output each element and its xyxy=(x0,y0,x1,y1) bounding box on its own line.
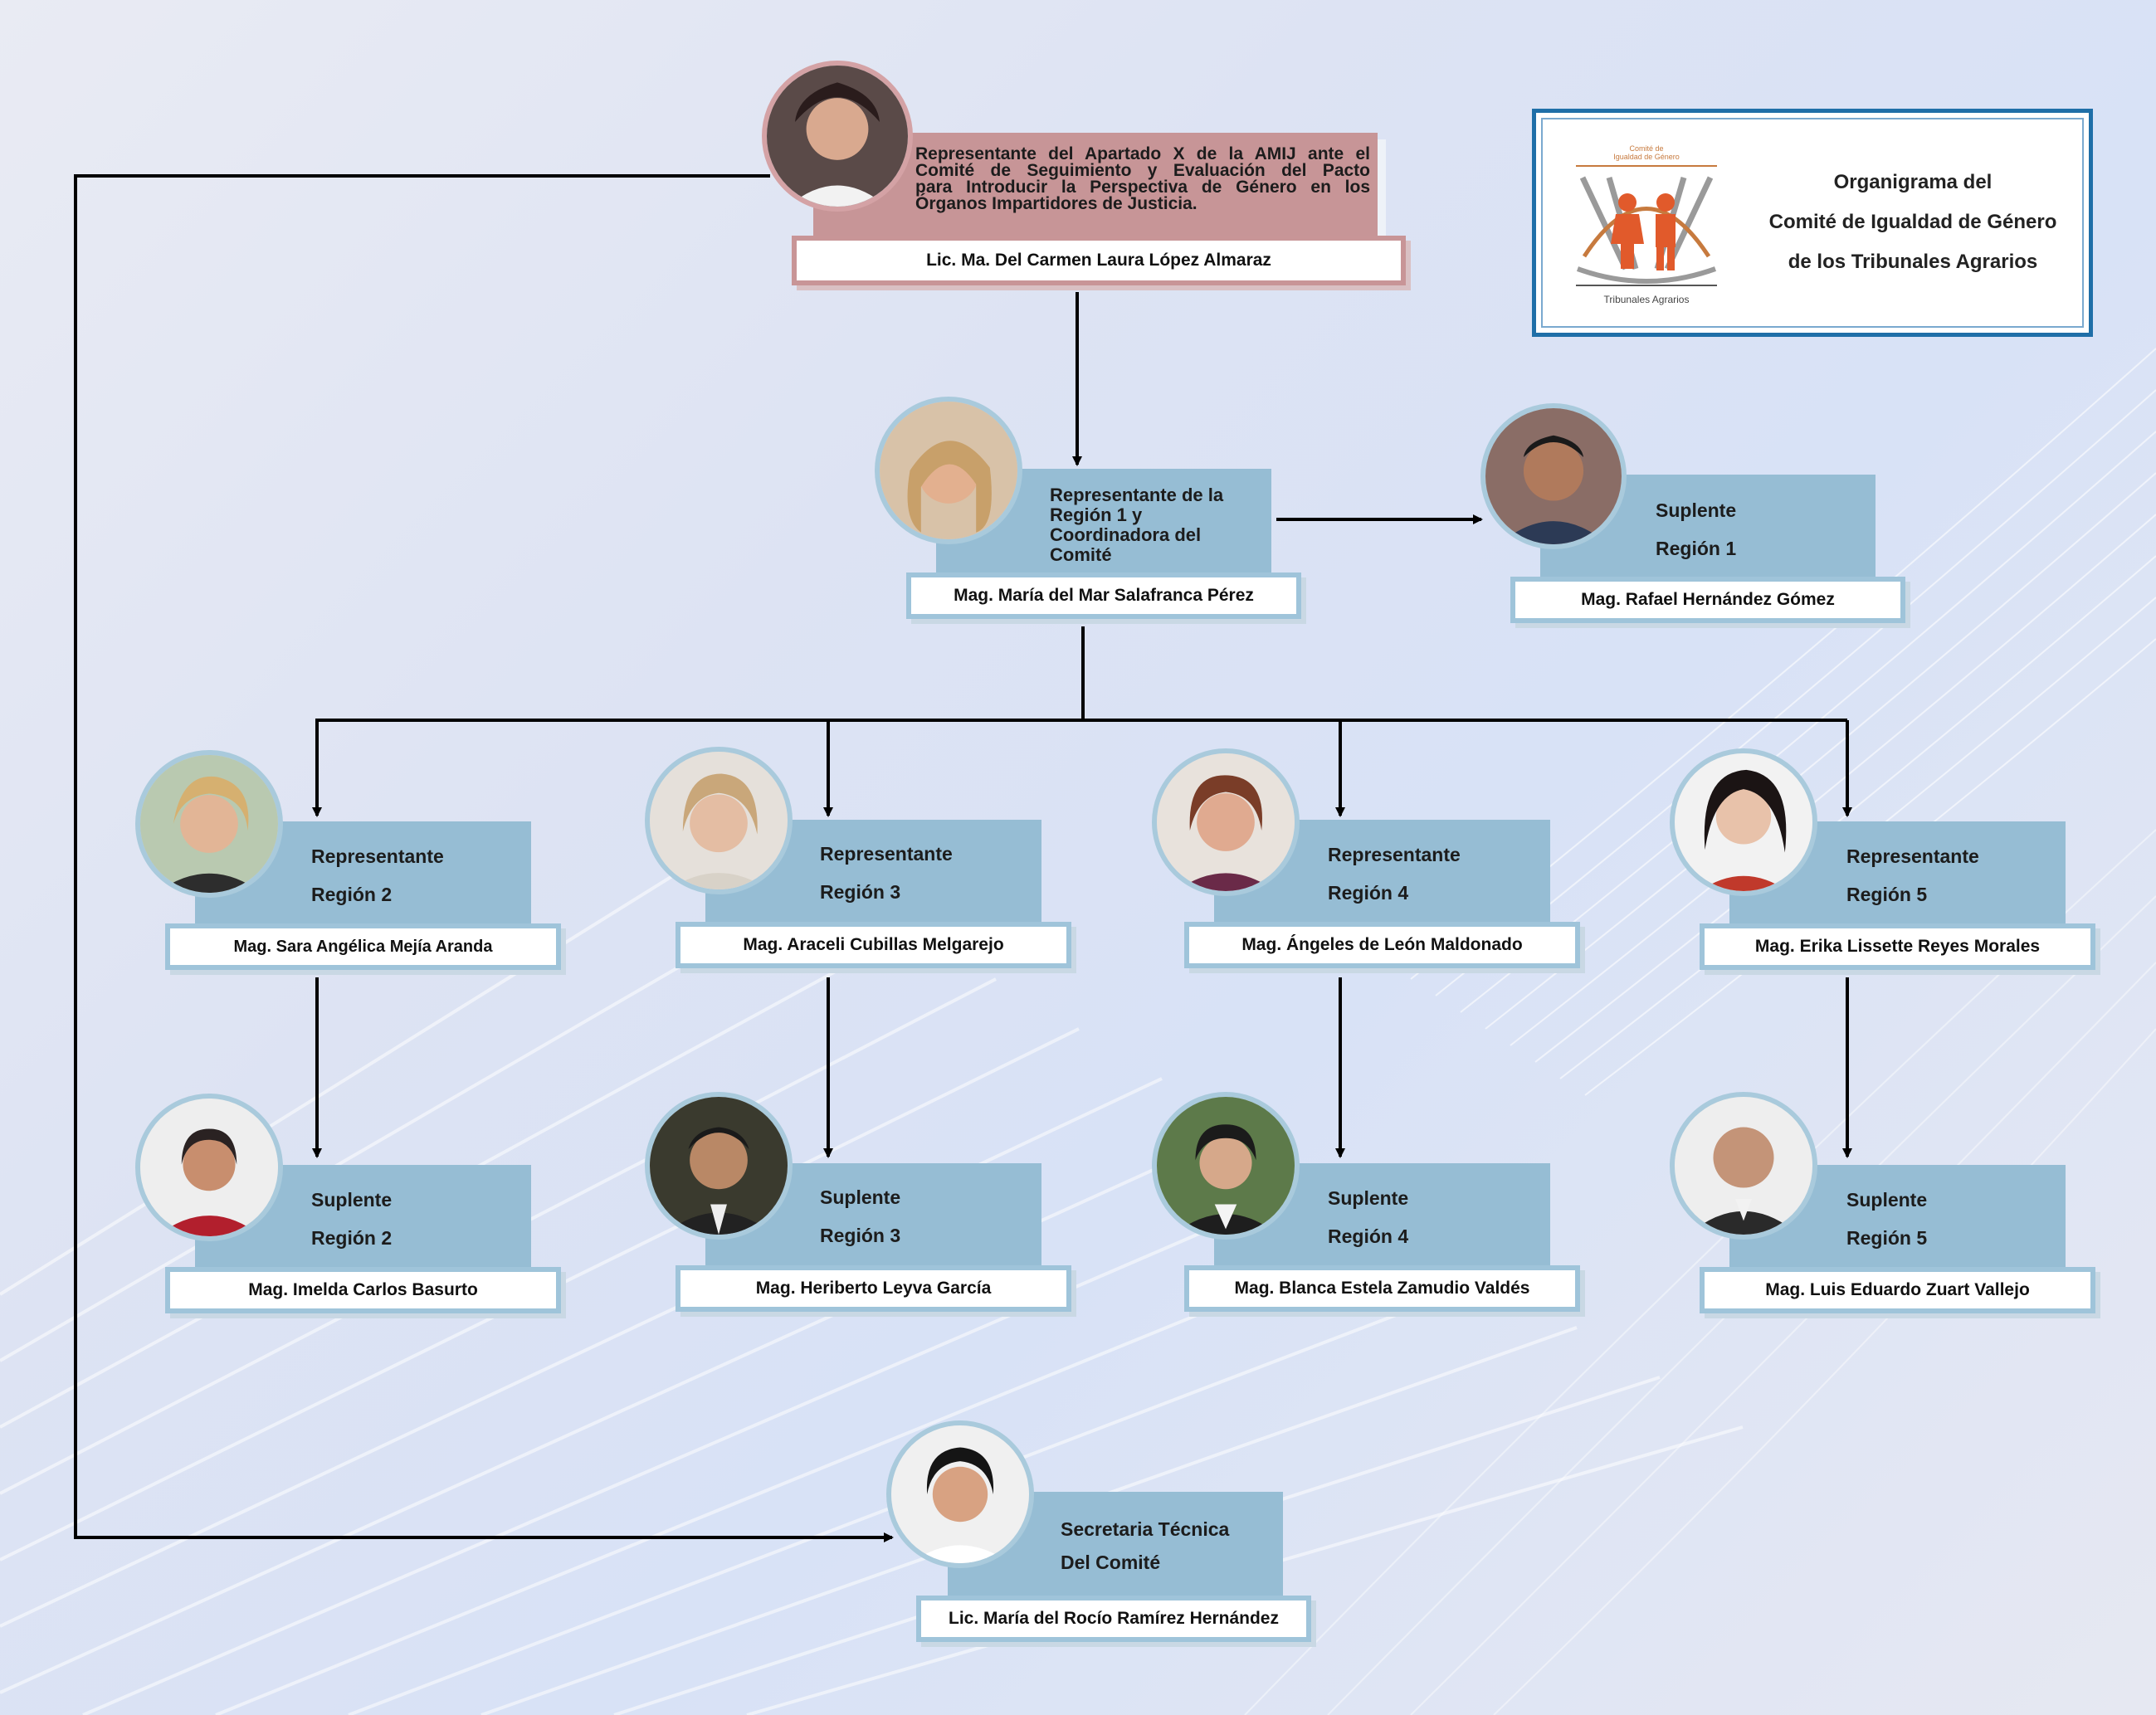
photo-avatar xyxy=(135,750,283,898)
role-line: Suplente xyxy=(1328,1187,1409,1209)
photo-avatar xyxy=(645,747,793,894)
name-label: Mag. Ángeles de León Maldonado xyxy=(1184,922,1580,968)
photo-avatar xyxy=(1670,1092,1817,1240)
name-label: Mag. Blanca Estela Zamudio Valdés xyxy=(1184,1265,1580,1312)
title-line: Organigrama del xyxy=(1833,171,1993,193)
role-line: Región 4 xyxy=(1328,882,1409,904)
role-line: Secretaria Técnica xyxy=(1061,1518,1230,1540)
role-line: Región 1 xyxy=(1656,538,1737,559)
name-label: Mag. Luis Eduardo Zuart Vallejo xyxy=(1700,1267,2095,1313)
role-line: Representante xyxy=(820,843,953,865)
role-line: Suplente xyxy=(1846,1189,1928,1211)
role-text: Representante Región 5 xyxy=(1846,837,2054,914)
role-line: Región 3 xyxy=(820,1225,901,1246)
logo-bottom-text: Tribunales Agrarios xyxy=(1603,294,1690,305)
name-label: Mag. María del Mar Salafranca Pérez xyxy=(906,572,1301,619)
name-label: Lic. Ma. Del Carmen Laura López Almaraz xyxy=(792,236,1406,285)
role-text: Suplente Región 2 xyxy=(311,1181,519,1257)
role-text: Representante Región 3 xyxy=(820,835,1027,911)
photo-avatar xyxy=(1152,748,1300,896)
role-text: Representante del Apartado X de la AMIJ … xyxy=(915,144,1370,213)
role-text: Suplente Región 5 xyxy=(1846,1181,2054,1257)
role-line: Región 3 xyxy=(820,881,901,903)
name-label: Mag. Heriberto Leyva García xyxy=(676,1265,1071,1312)
role-line: Representante xyxy=(1846,845,1979,867)
title-line: de los Tribunales Agrarios xyxy=(1788,251,2038,273)
role-line: Representante xyxy=(311,845,444,867)
role-text: Representante Región 2 xyxy=(311,837,519,914)
photo-avatar xyxy=(1152,1092,1300,1240)
role-line: Órganos Impartidores de Justicia. xyxy=(915,194,1198,213)
photo-avatar xyxy=(645,1092,793,1240)
photo-avatar xyxy=(762,61,913,212)
role-line: Comité xyxy=(1050,544,1112,565)
role-text: Representante Región 4 xyxy=(1328,836,1535,912)
role-line: Región 4 xyxy=(1328,1225,1409,1247)
role-line: para Introducir la Perspectiva de Género… xyxy=(915,178,1370,197)
name-label: Mag. Erika Lissette Reyes Morales xyxy=(1700,923,2095,970)
photo-avatar xyxy=(135,1094,283,1241)
chart-title: Organigrama del Comité de Igualdad de Gé… xyxy=(1739,163,2087,282)
role-line: Región 2 xyxy=(311,1227,393,1249)
name-label: Mag. Araceli Cubillas Melgarejo xyxy=(676,922,1071,968)
role-line: Región 2 xyxy=(311,884,393,905)
role-line: Comité de Seguimiento y Evaluación del P… xyxy=(915,161,1370,180)
role-line: Suplente xyxy=(820,1186,901,1208)
logo-top-line: Igualdad de Género xyxy=(1613,153,1680,161)
role-line: Representante xyxy=(1328,844,1461,865)
role-text: Secretaria Técnica Del Comité xyxy=(1061,1513,1276,1579)
role-line: Región 5 xyxy=(1846,1227,1928,1249)
photo-avatar xyxy=(886,1420,1034,1568)
role-line: Representante del Apartado X de la AMIJ … xyxy=(915,144,1370,163)
role-text: Suplente Región 3 xyxy=(820,1178,1027,1255)
name-label: Lic. María del Rocío Ramírez Hernández xyxy=(916,1596,1311,1642)
role-line: Región 5 xyxy=(1846,884,1928,905)
role-text: Representante de la Región 1 y Coordinad… xyxy=(1050,485,1270,565)
photo-avatar xyxy=(875,397,1022,544)
role-line: Representante de la xyxy=(1050,485,1224,505)
title-line: Comité de Igualdad de Género xyxy=(1768,211,2057,233)
role-line: Del Comité xyxy=(1061,1552,1161,1573)
logo-top-line: Comité de xyxy=(1629,144,1664,153)
name-label: Mag. Imelda Carlos Basurto xyxy=(165,1267,561,1313)
photo-avatar xyxy=(1480,403,1627,549)
name-label: Mag. Rafael Hernández Gómez xyxy=(1510,577,1905,623)
role-line: Suplente xyxy=(1656,499,1737,521)
role-text: Suplente Región 1 xyxy=(1656,491,1863,568)
role-line: Suplente xyxy=(311,1189,393,1211)
role-line: Región 1 y xyxy=(1050,504,1143,525)
role-line: Coordinadora del xyxy=(1050,524,1202,545)
photo-avatar xyxy=(1670,748,1817,896)
name-label: Mag. Sara Angélica Mejía Aranda xyxy=(165,923,561,970)
role-text: Suplente Región 4 xyxy=(1328,1179,1535,1255)
